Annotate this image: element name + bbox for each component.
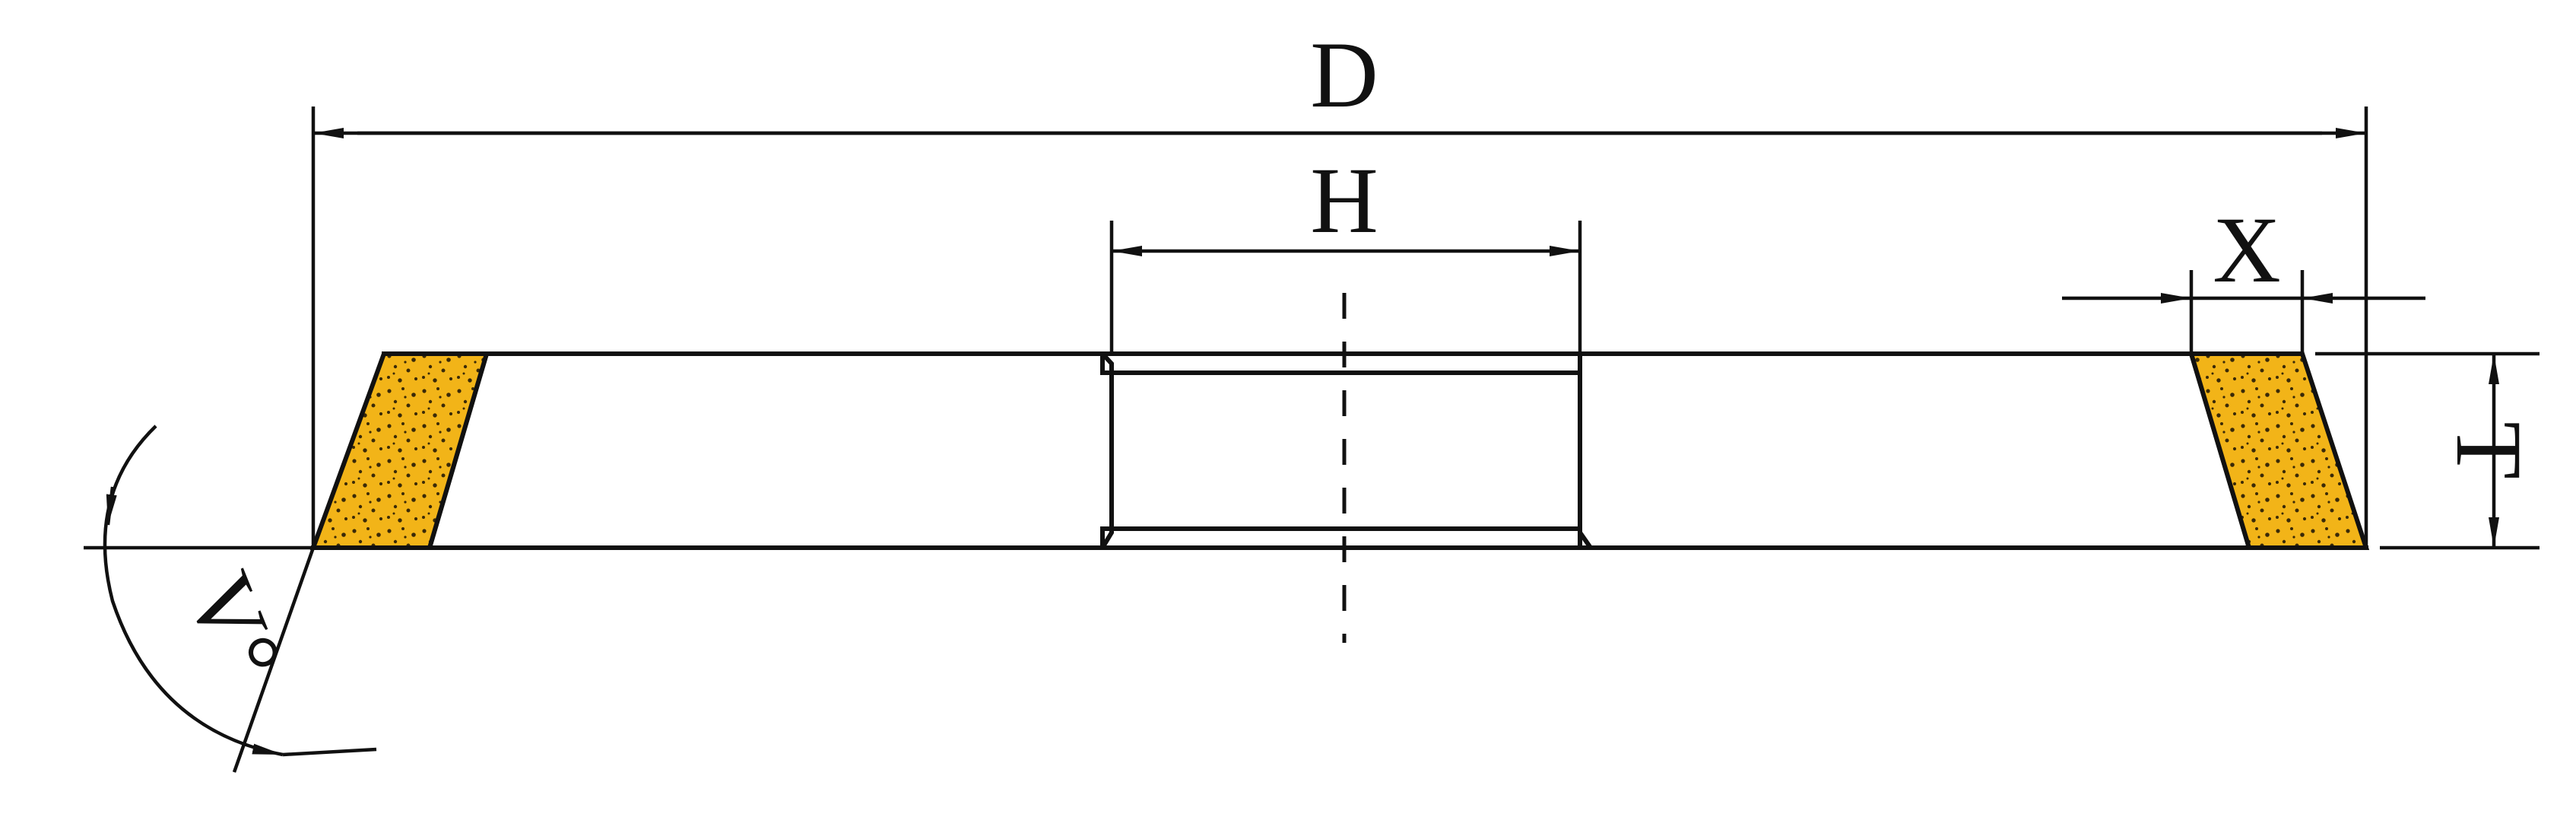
- wheel-body-left: [426, 351, 1114, 550]
- bore-flange-bottom: [1100, 526, 1582, 550]
- abrasive-rim-left: [309, 351, 490, 550]
- label-t: T: [2437, 421, 2541, 479]
- dimension-angle: V°: [84, 424, 377, 773]
- label-d: D: [1310, 23, 1378, 127]
- abrasive-rim-right: [2187, 351, 2370, 550]
- dimension-d: D: [311, 23, 2368, 548]
- wheel-body-right: [1578, 351, 2253, 550]
- label-h: H: [1310, 148, 1378, 253]
- bore-flange-top: [1100, 351, 1582, 375]
- dimension-h: H: [1109, 148, 1582, 354]
- wheel-body: [311, 351, 2368, 550]
- label-x: X: [2213, 198, 2281, 302]
- dimension-x: X: [2062, 198, 2425, 354]
- dimension-t: T: [2315, 351, 2541, 550]
- label-angle: V°: [167, 558, 303, 695]
